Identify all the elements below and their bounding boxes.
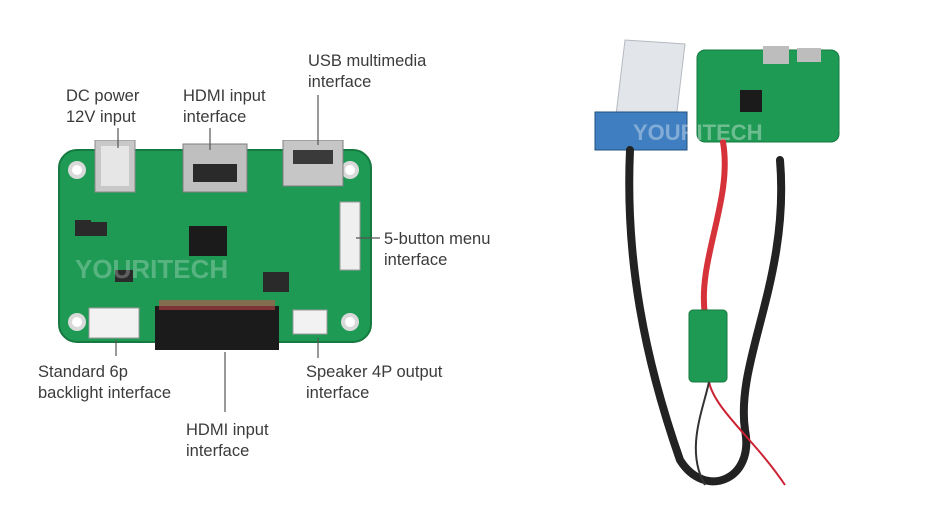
label-hdmi-bottom: HDMI input interface <box>186 421 269 460</box>
label-hdmi-top: HDMI input interface <box>183 87 266 126</box>
cable-assembly-image: YOURITECH <box>594 39 840 486</box>
usb-port <box>282 140 344 187</box>
label-menu: 5-button menu interface <box>384 230 491 269</box>
menu-connector <box>339 201 361 271</box>
label-backlight: Standard 6p backlight interface <box>38 363 171 402</box>
lvds-adapter <box>594 111 688 151</box>
chip <box>91 222 107 236</box>
mounting-hole <box>341 161 359 179</box>
dc-jack <box>94 140 136 193</box>
hdmi-port-top <box>182 143 248 193</box>
red-cable <box>700 139 728 318</box>
thin-wire <box>694 381 710 486</box>
mounting-hole <box>68 313 86 331</box>
label-usb: USB multimedia interface <box>308 52 427 91</box>
chip <box>115 270 133 282</box>
black-cable <box>625 146 786 486</box>
label-speaker: Speaker 4P output interface <box>306 363 443 402</box>
thin-wire <box>708 381 786 486</box>
chip <box>75 220 91 236</box>
mounting-hole <box>68 161 86 179</box>
label-dc-power: DC power 12V input <box>66 87 140 126</box>
driver-board <box>696 46 840 143</box>
hdmi-header-bottom <box>155 300 279 350</box>
backlight-connector <box>88 307 140 339</box>
chip <box>263 272 289 292</box>
main-chip <box>189 226 227 256</box>
mounting-hole <box>341 313 359 331</box>
speaker-connector <box>292 309 328 335</box>
watermark: YOURITECH <box>633 120 763 145</box>
watermark: YOURITECH <box>75 254 228 284</box>
driver-board-image: YOURITECH <box>58 140 372 350</box>
